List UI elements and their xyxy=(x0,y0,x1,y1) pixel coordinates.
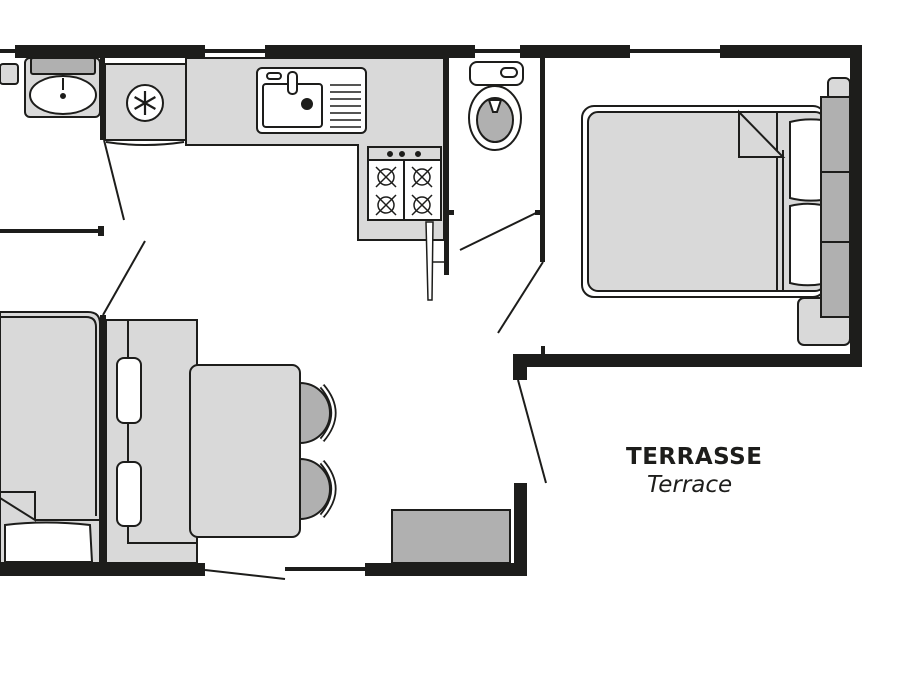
fridge xyxy=(104,63,187,146)
storage-box xyxy=(391,509,511,564)
door-swings xyxy=(102,139,547,580)
stove xyxy=(367,146,444,301)
toilet xyxy=(468,61,524,151)
kitchen-sink xyxy=(256,67,367,134)
double-bed xyxy=(581,77,851,346)
washbasin xyxy=(0,57,101,118)
terrace-label-en: Terrace xyxy=(647,472,733,498)
dining-table xyxy=(189,364,301,538)
single-bed xyxy=(0,311,101,564)
walls xyxy=(0,45,862,576)
burner-icons xyxy=(375,166,433,216)
dining-bench xyxy=(105,319,198,564)
dining-chairs xyxy=(299,381,337,521)
snowflake-icon xyxy=(134,91,156,115)
windows xyxy=(0,49,720,571)
terrace-label-fr: TERRASSE xyxy=(626,444,763,470)
